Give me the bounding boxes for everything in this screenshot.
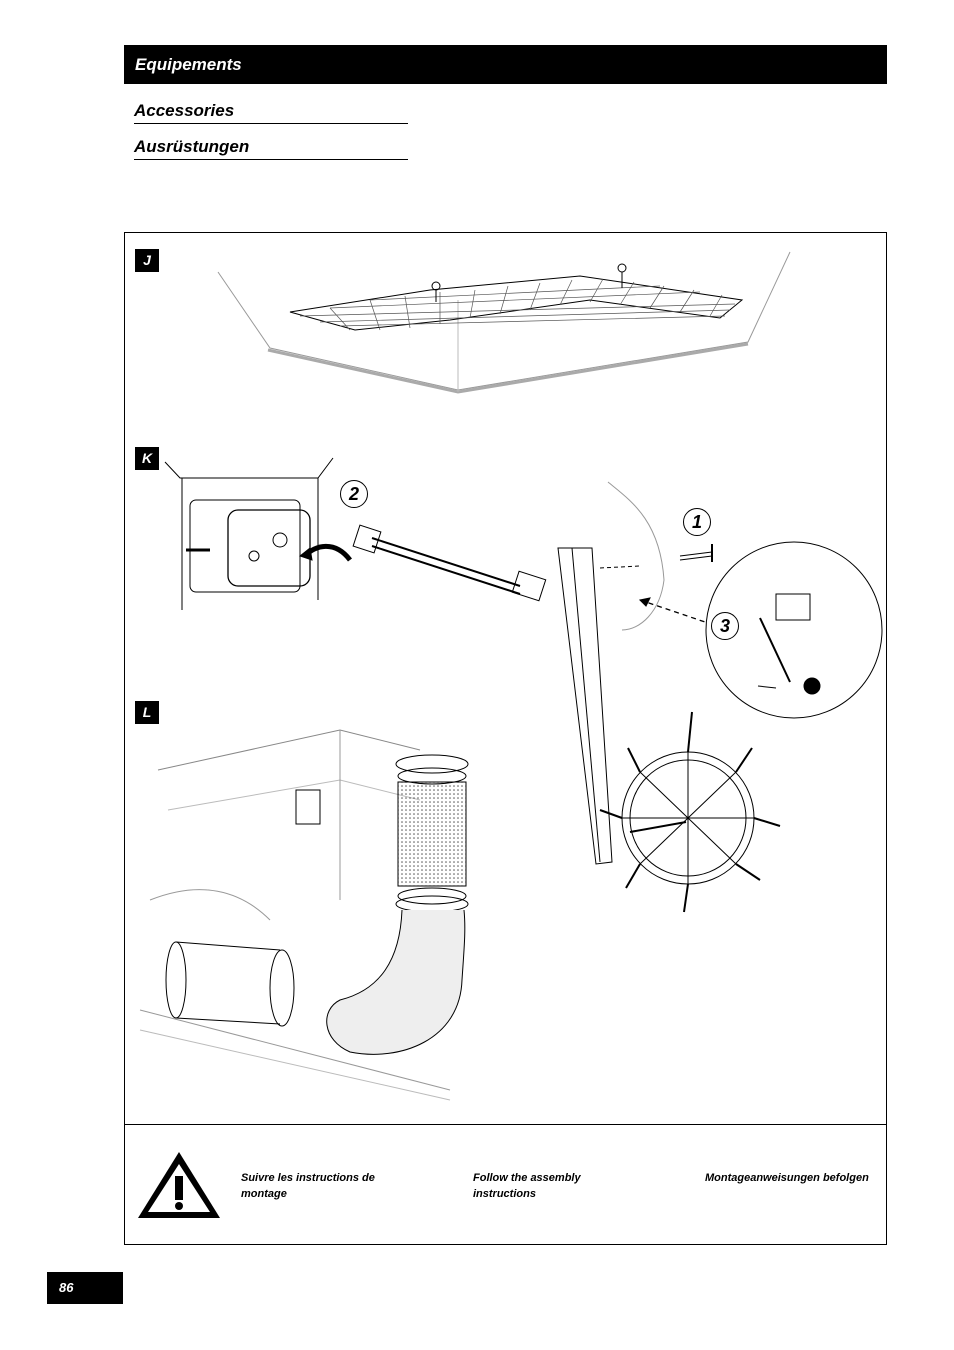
warning-text-german: Montageanweisungen befolgen: [705, 1172, 869, 1184]
frame-divider: [124, 1124, 887, 1125]
page-number-box: 86: [47, 1272, 123, 1304]
detail-magnifier-illustration: [638, 541, 883, 719]
subtitle-english: Accessories: [134, 101, 235, 120]
hopper-hose-illustration: [139, 729, 469, 1101]
page-title: Equipements: [135, 55, 242, 74]
drive-shaft-illustration: [352, 524, 547, 602]
warning-text-french: Suivre les instructions de montage: [241, 1172, 375, 1200]
gearbox-illustration: [164, 457, 352, 610]
arm-and-wheel-illustration: [557, 481, 781, 913]
step-two-marker: 2: [340, 480, 368, 508]
section-label-k: K: [135, 447, 159, 470]
warning-triangle-icon: [138, 1152, 220, 1218]
section-label-j: J: [135, 249, 159, 272]
illustration-frame: [124, 232, 887, 1245]
subtitle-english-rule: [134, 123, 408, 124]
hopper-grid-illustration: [217, 251, 791, 394]
subtitle-german: Ausrüstungen: [134, 137, 250, 156]
page-number: 86: [59, 1280, 74, 1295]
subtitle-german-rule: [134, 159, 408, 160]
step-three-marker: 3: [711, 612, 739, 640]
warning-text-english: Follow the assembly instructions: [473, 1172, 581, 1200]
step-one-marker: 1: [683, 508, 711, 536]
pin-illustration: [599, 544, 713, 569]
header-bar: Equipements: [124, 45, 887, 84]
section-label-l: L: [135, 701, 159, 724]
